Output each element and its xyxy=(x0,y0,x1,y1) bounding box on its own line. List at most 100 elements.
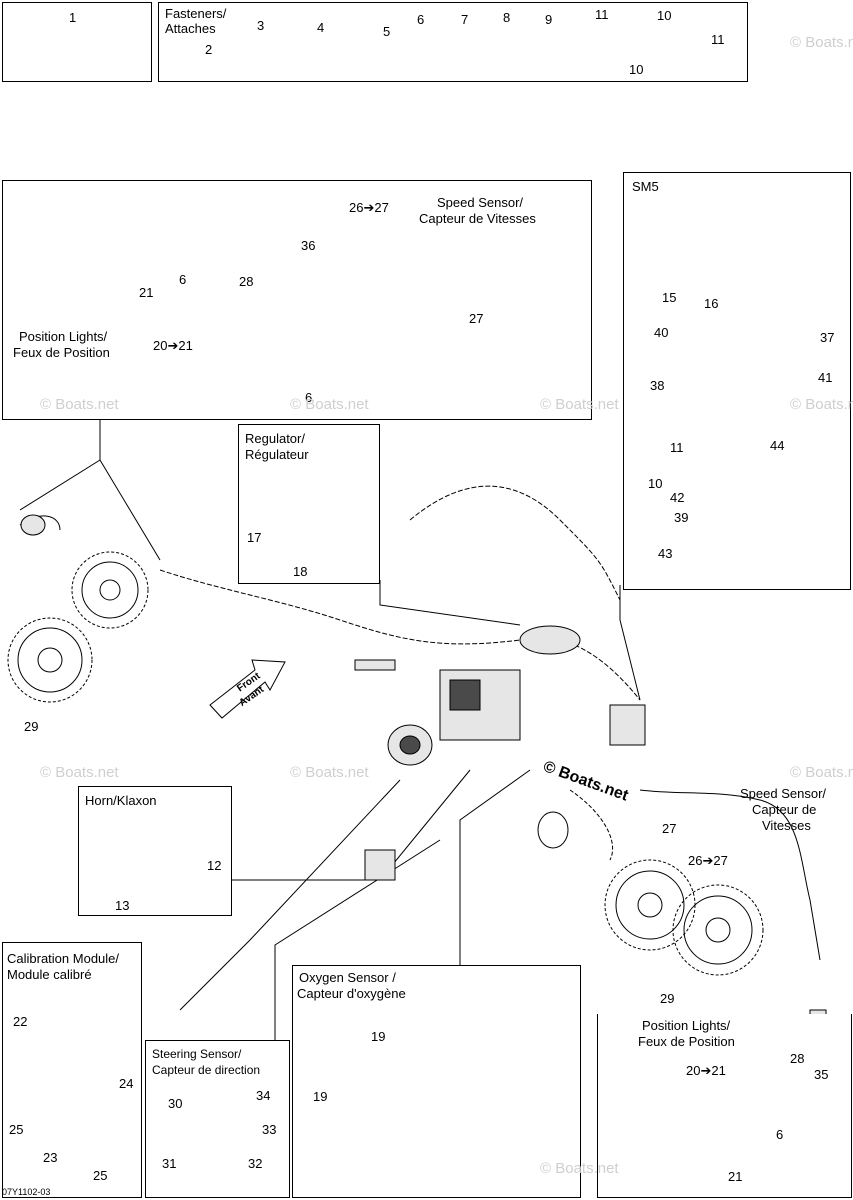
watermark: © Boats.net xyxy=(40,396,119,413)
callout-40: 40 xyxy=(654,325,669,340)
speed-sensor-title-2: Capteur de Vitesses xyxy=(419,211,536,226)
callout-28-right: 28 xyxy=(790,1051,805,1066)
watermark: © Boats.net xyxy=(790,396,853,413)
fastener-callout: 10 xyxy=(657,8,672,23)
sm5-box: SM5 15 16 37 40 41 38 11 10 44 42 39 43 xyxy=(623,172,851,590)
watermark: © Boats.net xyxy=(290,396,369,413)
right-position-title-1: Position Lights/ xyxy=(642,1018,731,1033)
position-lights-right-box: Position Lights/ Feux de Position 20➔21 … xyxy=(597,1014,852,1198)
right-speed-title-2: Capteur de xyxy=(752,802,817,817)
callout-16: 16 xyxy=(704,296,719,311)
callout-6: 6 xyxy=(179,272,187,287)
fastener-callout: 11 xyxy=(595,7,609,22)
callout-38: 38 xyxy=(650,378,665,393)
regulator-box: Regulator/ Régulateur 17 18 xyxy=(238,424,380,584)
callout-19: 19 xyxy=(371,1029,386,1044)
callout-44: 44 xyxy=(770,438,785,453)
fastener-callout: 9 xyxy=(545,12,553,27)
callout-17: 17 xyxy=(247,530,262,545)
callout-19: 19 xyxy=(313,1089,328,1104)
callout-23: 23 xyxy=(43,1150,58,1165)
callout-43: 43 xyxy=(658,546,673,561)
position-lights-title-2: Feux de Position xyxy=(13,345,110,360)
callout-24: 24 xyxy=(119,1076,134,1091)
speed-sensor-top-box: Speed Sensor/ Capteur de Vitesses 26➔27 … xyxy=(2,180,592,420)
fasteners-title-1: Fasteners/ xyxy=(165,6,227,21)
main-assembly-art xyxy=(7,485,646,881)
callout-10: 10 xyxy=(648,476,663,491)
fastener-callout: 3 xyxy=(257,18,265,33)
callout-6: 6 xyxy=(305,390,313,405)
callout-41: 41 xyxy=(818,370,833,385)
watermark: © Boats.net xyxy=(790,764,853,781)
calibration-title-1: Calibration Module/ xyxy=(7,951,120,966)
callout-29: 29 xyxy=(24,719,39,734)
callout-12: 12 xyxy=(207,858,222,873)
callout-32: 32 xyxy=(248,1156,263,1171)
callout-25: 25 xyxy=(9,1122,24,1137)
callout-36: 36 xyxy=(301,238,316,253)
sm5-title: SM5 xyxy=(632,179,659,194)
callout-42: 42 xyxy=(670,490,685,505)
callout-13: 13 xyxy=(115,898,130,913)
right-speed-title-3: Vitesses xyxy=(762,818,811,833)
fastener-callout: 10 xyxy=(629,62,644,77)
fasteners-title-2: Attaches xyxy=(165,21,216,36)
right-speed-range: 26➔27 xyxy=(688,853,728,868)
speed-sensor-title-1: Speed Sensor/ xyxy=(437,195,524,210)
callout-25: 25 xyxy=(93,1168,108,1183)
watermark: © Boats.net xyxy=(790,34,853,51)
callout-21-right: 21 xyxy=(728,1169,743,1184)
fasteners-box: Fasteners/ Attaches 2 3 4 5 6 7 8 9 11 1… xyxy=(158,2,748,82)
figure-code: 07Y1102-03 xyxy=(2,1187,51,1197)
callout-34: 34 xyxy=(256,1088,271,1103)
callout-18: 18 xyxy=(293,564,308,579)
fastener-callout: 7 xyxy=(461,12,469,27)
watermark: © Boats.net xyxy=(290,764,369,781)
oxygen-title-2: Capteur d'oxygène xyxy=(297,986,406,1001)
oxygen-title-1: Oxygen Sensor / xyxy=(299,970,396,985)
fastener-callout: 2 xyxy=(205,42,213,57)
steering-title-1: Steering Sensor/ xyxy=(152,1047,242,1061)
right-position-range: 20➔21 xyxy=(686,1063,726,1078)
callout-28: 28 xyxy=(239,274,254,289)
callout-39: 39 xyxy=(674,510,689,525)
fastener-callout: 11 xyxy=(711,32,725,47)
calibration-box: Calibration Module/ Module calibré 22 24… xyxy=(2,942,142,1198)
callout-30: 30 xyxy=(168,1096,183,1111)
callout-31: 31 xyxy=(162,1156,177,1171)
fastener-callout: 6 xyxy=(417,12,425,27)
regulator-title-1: Regulator/ xyxy=(245,431,305,446)
horn-box: Horn/Klaxon 12 13 xyxy=(78,786,232,916)
callout-1: 1 xyxy=(69,10,77,25)
callout-29-right: 29 xyxy=(660,991,675,1006)
callout-15: 15 xyxy=(662,290,677,305)
fastener-callout: 5 xyxy=(383,24,391,39)
oxygen-box: Oxygen Sensor / Capteur d'oxygène 19 19 xyxy=(292,965,581,1198)
watermark: © Boats.net xyxy=(540,396,619,413)
calibration-title-2: Module calibré xyxy=(7,967,92,982)
fastener-callout: 4 xyxy=(317,20,325,35)
callout-6-right: 6 xyxy=(776,1127,784,1142)
front-arrow-icon xyxy=(209,659,286,719)
watermark: © Boats.net xyxy=(40,764,119,781)
callout-33: 33 xyxy=(262,1122,277,1137)
speed-sensor-range: 26➔27 xyxy=(349,200,389,215)
right-position-title-2: Feux de Position xyxy=(638,1034,735,1049)
callout-35: 35 xyxy=(814,1067,829,1082)
steering-box: Steering Sensor/ Capteur de direction 34… xyxy=(145,1040,290,1198)
callout-27: 27 xyxy=(469,311,484,326)
callout-11: 11 xyxy=(670,440,684,455)
callout-22: 22 xyxy=(13,1014,28,1029)
fastener-callout: 8 xyxy=(503,10,511,25)
horn-title: Horn/Klaxon xyxy=(85,793,157,808)
steering-title-2: Capteur de direction xyxy=(152,1063,261,1077)
right-speed-title-1: Speed Sensor/ xyxy=(740,786,827,801)
position-lights-title-1: Position Lights/ xyxy=(19,329,108,344)
regulator-title-2: Régulateur xyxy=(245,447,309,462)
position-lights-range: 20➔21 xyxy=(153,338,193,353)
kit-box: 1 xyxy=(2,2,152,82)
watermark: © Boats.net xyxy=(540,1160,619,1177)
callout-27-right: 27 xyxy=(662,821,677,836)
callout-21: 21 xyxy=(139,285,154,300)
